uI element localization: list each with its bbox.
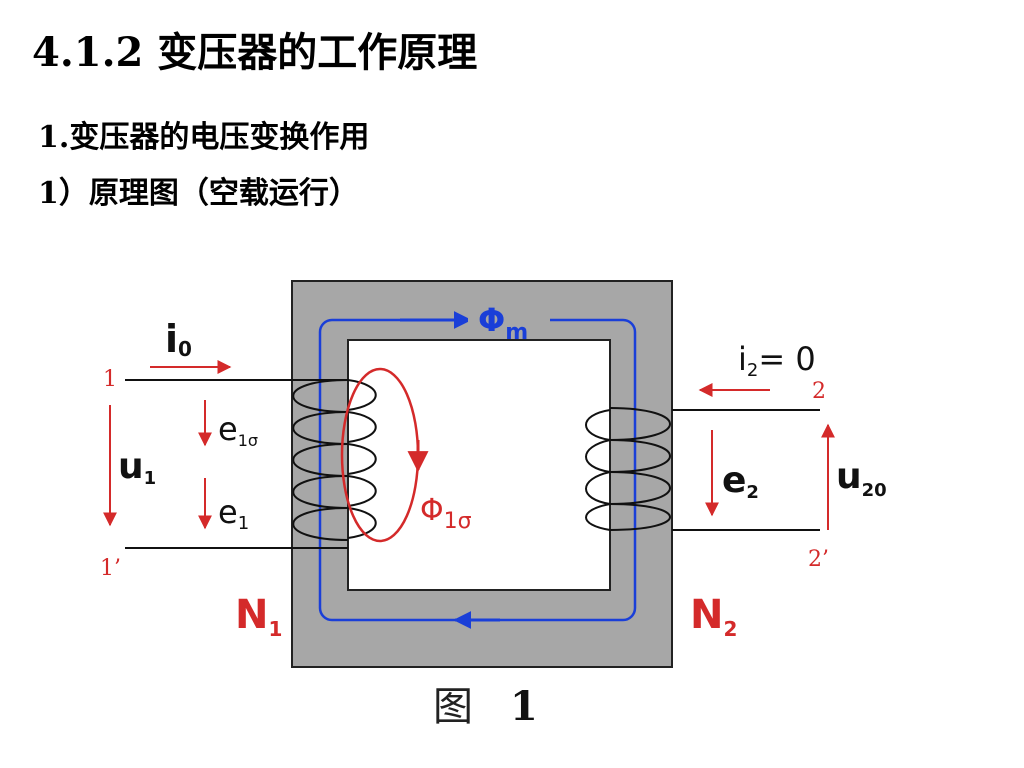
section-heading: 1.变压器的电压变换作用 xyxy=(38,120,370,155)
e1s-label: e1σ xyxy=(218,410,258,450)
e2-label: e2 xyxy=(722,460,759,503)
terminal-2p-label: 2’ xyxy=(808,547,829,572)
subsection-heading: 1）原理图（空载运行） xyxy=(38,176,359,211)
N1-label: N1 xyxy=(235,592,282,641)
figure-caption-number: 1 xyxy=(510,683,538,730)
secondary-winding xyxy=(585,407,671,531)
i0-label: i0 xyxy=(165,317,192,361)
i2-label: i2= 0 xyxy=(738,340,816,381)
primary-winding xyxy=(292,379,377,541)
e1-label: e1 xyxy=(218,493,249,534)
figure-caption-char: 图 xyxy=(433,684,473,730)
terminal-1p-label: 1’ xyxy=(100,556,121,581)
leakage-flux-loop xyxy=(340,367,420,543)
N2-label: N2 xyxy=(690,592,737,641)
u20-label: u20 xyxy=(836,456,887,501)
terminal-1-label: 1 xyxy=(103,367,117,392)
main-flux-label: Φm xyxy=(478,301,528,345)
main-flux-path xyxy=(318,318,637,622)
u1-label: u1 xyxy=(118,446,156,489)
leakage-flux-label: Φ1σ xyxy=(420,493,472,534)
page-title: 4.1.2 变压器的工作原理 xyxy=(32,29,478,76)
terminal-2-label: 2 xyxy=(812,379,826,404)
